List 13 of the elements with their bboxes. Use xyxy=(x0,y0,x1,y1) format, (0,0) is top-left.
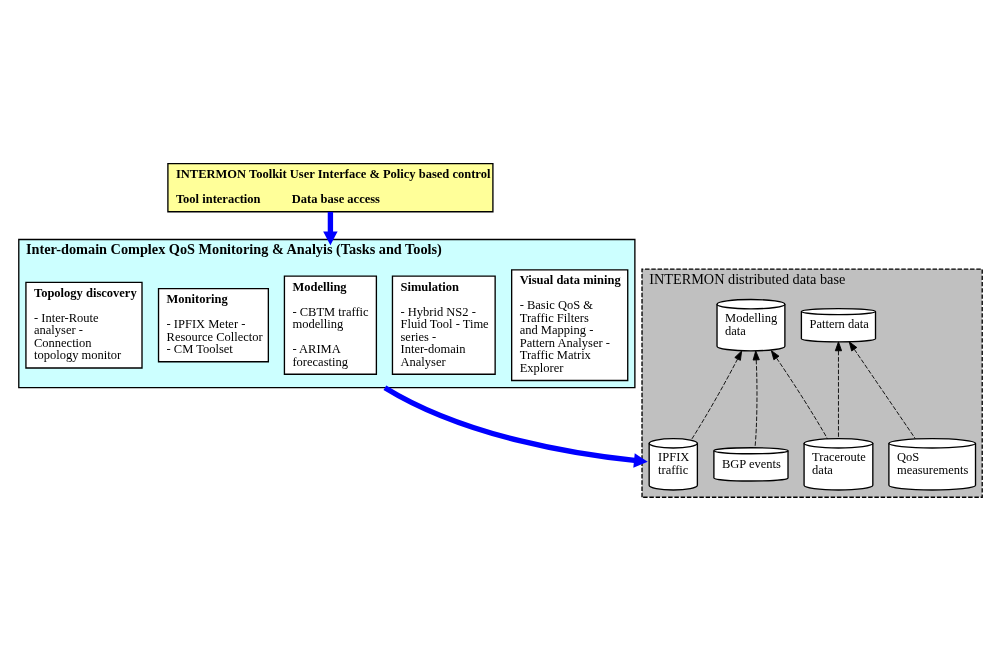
node-box: Simulation - Hybrid NS2 - Fluid Tool - Time series - Inter-domain Analyser xyxy=(391,275,496,375)
arrow xyxy=(323,211,338,246)
node-box: Topology discovery - Inter-Route analyser - Connection topology monitor xyxy=(25,281,143,369)
arrow xyxy=(691,350,743,440)
node-box: Modelling - CBTM traffic modelling - ARIMA forecasting xyxy=(283,275,378,375)
node-box: Visual data mining - Basic QoS & Traffic Filters and Mapping - Pattern Analyser - Traffic Matrix Explorer xyxy=(511,269,629,382)
node-box: INTERMON Toolkit User Interface & Policy based control Tool interaction Data base access xyxy=(167,162,494,213)
node-box: Monitoring - IPFIX Meter - Resource Collector - CM Toolset xyxy=(157,287,270,363)
arrow xyxy=(848,341,916,440)
arrow xyxy=(834,341,843,440)
arrow xyxy=(752,350,760,449)
arrow xyxy=(770,350,828,440)
arrow xyxy=(383,385,648,468)
